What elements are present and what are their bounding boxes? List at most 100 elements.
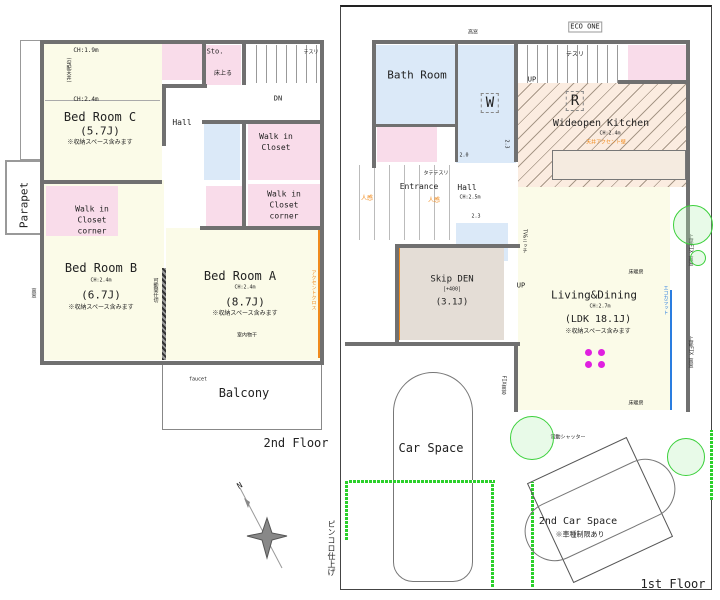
level-label: [+400] — [442, 286, 462, 293]
planting-strip[interactable] — [491, 482, 494, 587]
storage-label: Sto. — [206, 47, 224, 56]
stairs-1f[interactable] — [518, 45, 618, 83]
floor-label: 1st Floor — [640, 577, 706, 591]
wall — [395, 244, 520, 248]
faucet-label: faucet — [188, 376, 208, 383]
wall — [162, 84, 207, 88]
tree — [667, 438, 705, 476]
room-label: Bed Room C — [63, 110, 137, 124]
closet-corner-a — [248, 184, 320, 228]
balcony-label: Balcony — [218, 386, 270, 400]
planting-strip[interactable] — [345, 480, 348, 540]
parapet-edge — [20, 40, 42, 160]
room-size: (5.7J) — [80, 124, 120, 138]
wall-2f-outer — [40, 40, 324, 365]
storage-sto — [206, 45, 241, 85]
ch-label: CH:2.4m — [234, 284, 256, 291]
closet-label: Walk in Closet — [259, 132, 293, 152]
washroom — [456, 45, 516, 163]
floor-heating-label: 床暖房 — [628, 269, 644, 276]
tv-niche-label: TV&ニッチ — [521, 228, 528, 254]
ceiling-line — [45, 100, 160, 101]
wall — [514, 342, 518, 412]
car-space-label: Car Space — [398, 441, 464, 455]
accent-label: アクセントクロス — [310, 270, 317, 310]
bath-room — [375, 45, 455, 125]
dimension-label: 2.3 — [471, 213, 481, 220]
stairs-dn: DN — [273, 94, 283, 103]
bedroom-a — [166, 228, 320, 360]
skip-den — [398, 248, 504, 340]
window-label: 高窓 — [30, 288, 37, 298]
ch-label: CH:2.4m — [90, 277, 112, 284]
window-label: FIX高窓 — [500, 375, 507, 395]
room-label: Living&Dining — [550, 288, 638, 302]
walk-in-closet — [248, 124, 320, 180]
washer-label: W — [480, 93, 500, 113]
sensor-label: 人感 — [427, 197, 441, 204]
hall-label: Hall — [172, 118, 192, 127]
stairs-up: UP — [527, 75, 537, 84]
stairs-2f[interactable] — [247, 45, 319, 83]
dimension-label: 2.3 — [503, 139, 510, 149]
wall — [345, 342, 520, 346]
balcony — [162, 365, 322, 430]
room-label: Bed Room A — [203, 269, 277, 283]
planting-strip[interactable] — [345, 480, 495, 483]
wall — [242, 43, 246, 85]
storage-note: 床上る — [213, 70, 233, 77]
room-size: (LDK 18.1J) — [564, 314, 632, 325]
entrance — [345, 165, 455, 240]
planting-strip[interactable] — [531, 482, 534, 587]
ecocarat-wall — [670, 290, 672, 410]
paving-label: ピンコロ仕上げ — [327, 520, 336, 576]
handrail-label: テスリ — [565, 51, 585, 58]
room-label: Hall — [457, 183, 477, 192]
toilet-2f — [204, 124, 240, 180]
pendant-light — [585, 361, 592, 368]
window-label: 上部FIX 高窓 — [687, 233, 694, 267]
ch-label: CH:2.4m — [599, 130, 621, 137]
handrail-label: テスリ — [303, 49, 319, 56]
closet-label: Walk in Closet corner — [267, 189, 301, 221]
eco-one-label: ECO ONE — [568, 21, 602, 33]
sensor-label: 人感 — [360, 195, 374, 202]
room-size: (3.1J) — [435, 297, 469, 308]
wall — [395, 244, 399, 344]
room-label: Bed Room B — [64, 261, 138, 275]
tree — [510, 416, 554, 460]
bedroom-c — [42, 44, 162, 180]
room-label: Wideopen Kitchen — [552, 118, 650, 129]
shutter-label: 電動シャッター — [550, 434, 586, 441]
pendant-light — [598, 349, 605, 356]
closet-label: Walk in Closet corner — [75, 204, 109, 236]
floor-heating-label: 床暖房 — [628, 400, 644, 407]
wall — [42, 180, 162, 184]
ch-label: CH:2.5m — [459, 194, 481, 201]
room-label: Bath Room — [387, 68, 447, 82]
window-label: 上部FIX 高窓 — [687, 335, 694, 369]
partition-wall — [162, 268, 166, 360]
wall — [455, 42, 458, 162]
partition-label: 可動間仕切 — [152, 277, 159, 303]
accent-label: 天井アクセント壁 — [586, 139, 626, 146]
ch-label: CH:2.4m — [73, 96, 99, 103]
lot-boundary — [340, 5, 712, 590]
floor-label: 2nd Floor — [263, 436, 329, 450]
car-outline — [393, 372, 473, 582]
stairs-up: UP — [516, 281, 526, 290]
wall — [372, 40, 376, 168]
tree — [673, 205, 713, 245]
planting-strip[interactable] — [710, 430, 713, 500]
room-note: ※収納スペース含みます — [212, 310, 278, 317]
storage-1f — [628, 45, 686, 83]
fridge-label: R — [565, 91, 585, 111]
drying-rack-label: 室内物干 — [236, 332, 258, 339]
slope-ceiling-storage — [162, 44, 202, 80]
closet-small — [206, 186, 242, 228]
closet-corner-b — [46, 186, 118, 236]
room-label: Entrance — [399, 182, 439, 191]
living-dining — [518, 187, 670, 410]
ch-label: CH:1.9m — [73, 47, 99, 54]
room-label: Skip DEN — [430, 274, 474, 285]
